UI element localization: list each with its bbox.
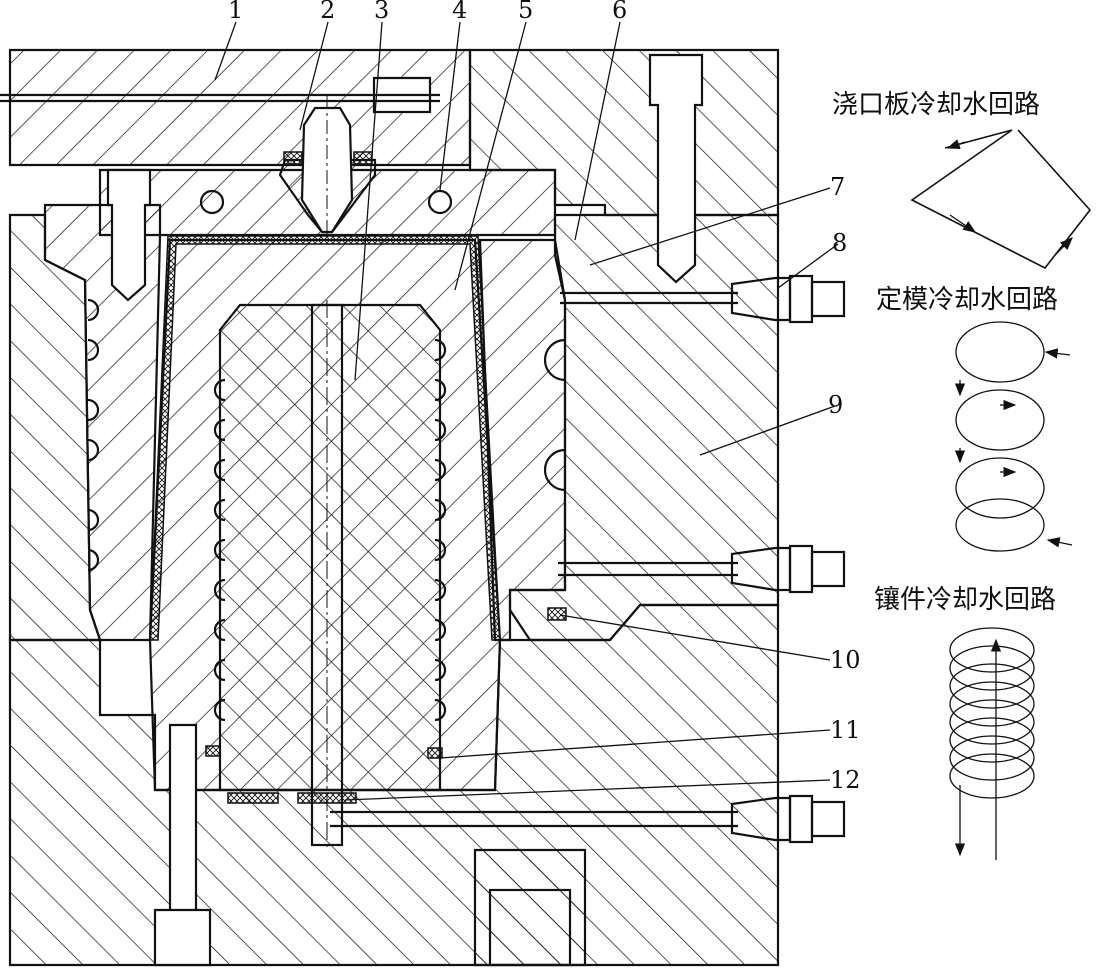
part-label-3: 3 — [374, 0, 389, 24]
part-label-10: 10 — [830, 646, 861, 674]
cooling-insert-core — [218, 303, 442, 792]
part-label-9: 9 — [828, 391, 843, 419]
sprue-plate-circuit-schematic — [910, 129, 1092, 270]
cooling-channels — [0, 93, 738, 828]
guide-hole-right — [427, 189, 453, 215]
water-fittings — [730, 274, 846, 844]
part-label-2: 2 — [320, 0, 335, 24]
fitting-mid — [730, 544, 846, 594]
part-label-7: 7 — [830, 173, 845, 201]
cooling-grooves — [87, 298, 566, 722]
part-label-5: 5 — [518, 0, 533, 24]
part-label-12: 12 — [830, 766, 861, 794]
central-cooling-tube — [310, 300, 344, 850]
fitting-bottom — [730, 794, 846, 844]
support-block-inner — [488, 888, 572, 967]
caption-fixed-mold-circuit: 定模冷却水回路 — [876, 285, 1058, 315]
part-label-8: 8 — [832, 229, 847, 257]
part-label-1: 1 — [228, 0, 243, 24]
part-label-11: 11 — [830, 716, 861, 744]
fixed-mold-circuit-schematic — [954, 321, 1073, 552]
insert-circuit-schematic — [949, 627, 1035, 860]
part-label-4: 4 — [452, 0, 467, 24]
guide-hole-left — [199, 189, 225, 215]
molded-part-shell — [149, 235, 501, 641]
support-block — [473, 848, 587, 967]
fitting-8 — [730, 274, 846, 324]
o-rings — [205, 151, 567, 804]
caption-sprue-plate-circuit: 浇口板冷却水回路 — [832, 90, 1040, 120]
part-label-6: 6 — [612, 0, 627, 24]
bolts — [106, 53, 704, 967]
leader-lines — [214, 21, 839, 801]
caption-insert-circuit: 镶件冷却水回路 — [874, 585, 1056, 615]
sprue-bushing — [278, 95, 377, 235]
part-number-labels: 1 2 3 4 5 6 7 8 9 10 11 12 — [228, 0, 861, 794]
